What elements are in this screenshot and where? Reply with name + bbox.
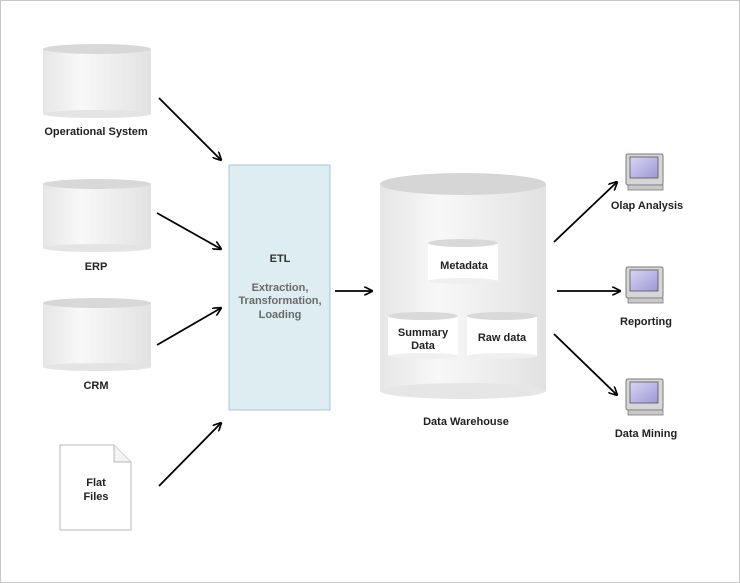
arrow-flat-files-to-etl	[158, 423, 221, 487]
erp-cylinder	[43, 179, 151, 252]
arrow-crm-to-etl	[156, 308, 221, 346]
etl-line-loading: Loading	[259, 309, 302, 321]
arrow-warehouse-to-mining	[553, 333, 617, 395]
arrow-erp-to-etl	[156, 212, 221, 249]
summary-data-cylinder	[388, 312, 458, 359]
mining-computer-icon	[625, 378, 664, 416]
crm-label: CRM	[83, 380, 108, 392]
summary-data-label-line2: Data	[411, 340, 436, 352]
reporting-computer-icon	[625, 266, 664, 304]
data-mining-label: Data Mining	[615, 428, 677, 440]
metadata-label: Metadata	[440, 260, 489, 272]
data-warehouse-label: Data Warehouse	[423, 416, 509, 428]
flat-files-document-icon	[59, 444, 132, 531]
metadata-cylinder	[428, 239, 498, 284]
erp-label: ERP	[85, 261, 108, 273]
olap-computer-icon	[625, 153, 664, 191]
flat-files-label-line2: Files	[83, 491, 108, 503]
etl-line-extraction: Extraction,	[252, 282, 309, 294]
flat-files-label-line1: Flat	[86, 477, 106, 489]
reporting-label: Reporting	[620, 316, 672, 328]
arrow-warehouse-to-olap	[553, 182, 617, 243]
arrow-operational-to-etl	[158, 97, 221, 160]
operational-system-label: Operational System	[44, 126, 148, 138]
operational-system-cylinder	[43, 44, 151, 118]
etl-title: ETL	[270, 253, 291, 265]
summary-data-label-line1: Summary	[398, 327, 449, 339]
etl-line-transformation: Transformation,	[238, 295, 321, 307]
crm-cylinder	[43, 298, 151, 371]
etl-box	[228, 164, 331, 411]
raw-data-label: Raw data	[478, 332, 527, 344]
data-warehouse-cylinder	[380, 173, 546, 399]
raw-data-cylinder	[467, 312, 537, 359]
olap-analysis-label: Olap Analysis	[611, 200, 683, 212]
